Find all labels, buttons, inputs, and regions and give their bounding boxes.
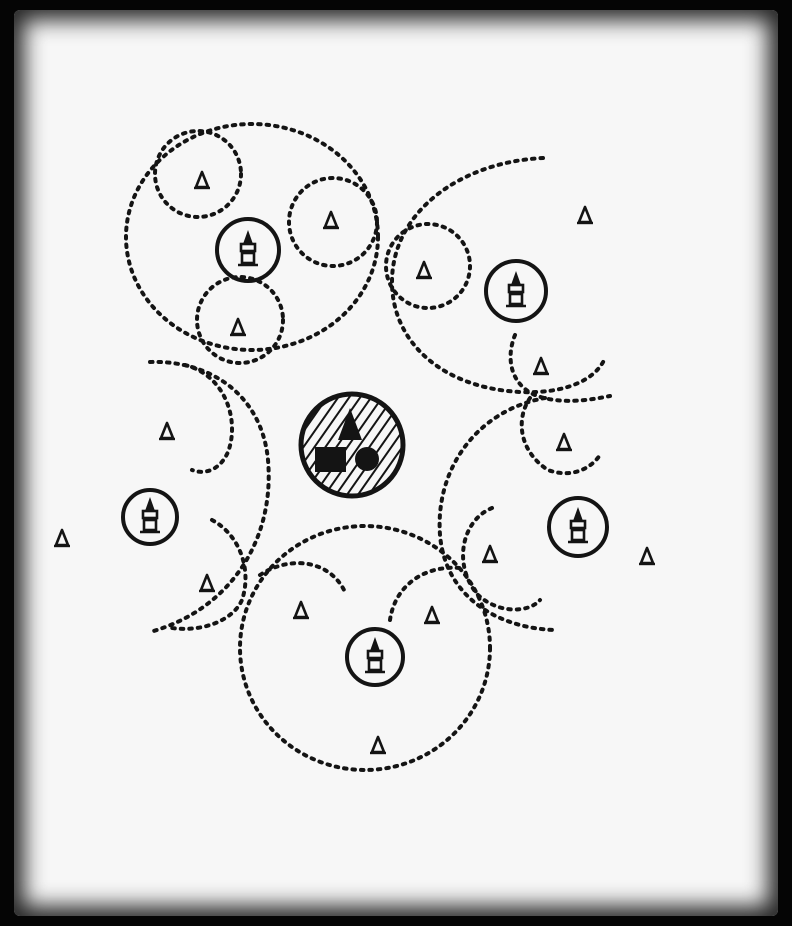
market-area-boundary (511, 335, 610, 401)
hamlet-triangle-icon (416, 262, 432, 278)
hamlet-triangle-icon (199, 575, 215, 591)
hamlet-triangle-icon (323, 212, 339, 228)
village (486, 261, 546, 321)
central-town-building-icon (315, 447, 346, 472)
hamlet-triangle-icon (424, 607, 440, 623)
hamlet-triangle-icon (293, 602, 309, 618)
hamlet-area-boundary (522, 398, 600, 473)
hamlet-triangle-icon (159, 423, 175, 439)
market-area-boundary (392, 158, 605, 392)
hamlet-triangle-icon (230, 319, 246, 335)
hamlet-area-boundary (289, 178, 377, 266)
hamlet-area-boundary (386, 224, 470, 308)
market-area-boundary (240, 526, 490, 770)
hamlet-area-boundary (390, 568, 460, 620)
hamlet-triangle-icon (194, 172, 210, 188)
hamlet-triangle-icon (482, 546, 498, 562)
hamlet-area-boundary (463, 508, 540, 610)
village (347, 629, 403, 685)
hamlet-area-boundary (155, 131, 241, 217)
hamlet-triangle-icon (533, 358, 549, 374)
hamlet-triangle-icon (556, 434, 572, 450)
central-town-dome-icon (355, 447, 379, 471)
hamlet-triangle-icon (54, 530, 70, 546)
market-area-boundary (126, 124, 378, 350)
hamlet-area-boundary (172, 520, 245, 629)
hamlet-triangle-icon (639, 548, 655, 564)
market-area-boundary (440, 398, 555, 630)
hamlet-triangle-icon (577, 207, 593, 223)
village (549, 498, 607, 556)
hamlet-triangle-icon (370, 737, 386, 753)
village (123, 490, 177, 544)
village (217, 219, 279, 281)
central-town (301, 394, 403, 496)
